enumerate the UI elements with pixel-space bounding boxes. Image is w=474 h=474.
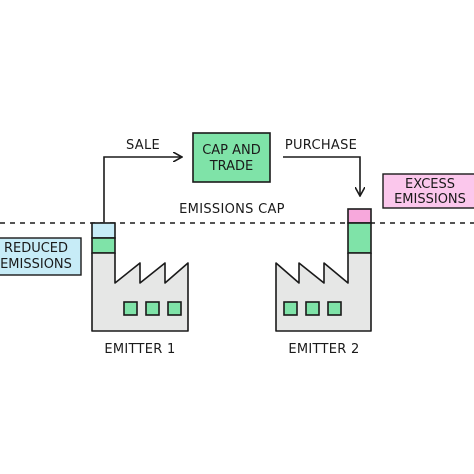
emitter-1-window [167,301,182,316]
emitter-2-building [275,252,372,332]
emitter-1-window [145,301,160,316]
emitter-2-chimney-excess-segment [347,208,372,224]
emitter-1-chimney-reduced-segment [91,222,116,239]
svg-text:EXCESS: EXCESS [405,177,455,192]
emitter-2-factory-icon [275,208,372,332]
cap-and-trade-box: CAP AND TRADE [192,132,271,183]
svg-text:CAP AND: CAP AND [202,143,261,158]
emitter-1-chimney-green-segment [91,237,116,254]
emitter-1-building [91,252,189,332]
emitter-1-label: EMITTER 1 [104,342,175,357]
emitter-2-chimney-green-segment [347,222,372,254]
svg-text:EMISSIONS: EMISSIONS [0,257,72,272]
emitter-2-label: EMITTER 2 [288,342,359,357]
emitter-1-factory-icon [91,222,189,332]
sale-label: SALE [126,138,160,153]
emitter-2-window [305,301,320,316]
reduced-emissions-box: REDUCED EMISSIONS [0,237,82,276]
purchase-label: PURCHASE [285,138,357,153]
svg-text:REDUCED: REDUCED [4,241,68,256]
excess-emissions-box: EXCESS EMISSIONS [382,173,474,209]
emitter-1-window [123,301,138,316]
sale-arrow [103,157,181,222]
emitter-2-window [327,301,342,316]
emissions-cap-label: EMISSIONS CAP [179,202,285,217]
svg-text:EMISSIONS: EMISSIONS [394,192,466,207]
emitter-2-window [283,301,298,316]
svg-text:TRADE: TRADE [209,159,254,174]
purchase-arrow [283,156,360,195]
